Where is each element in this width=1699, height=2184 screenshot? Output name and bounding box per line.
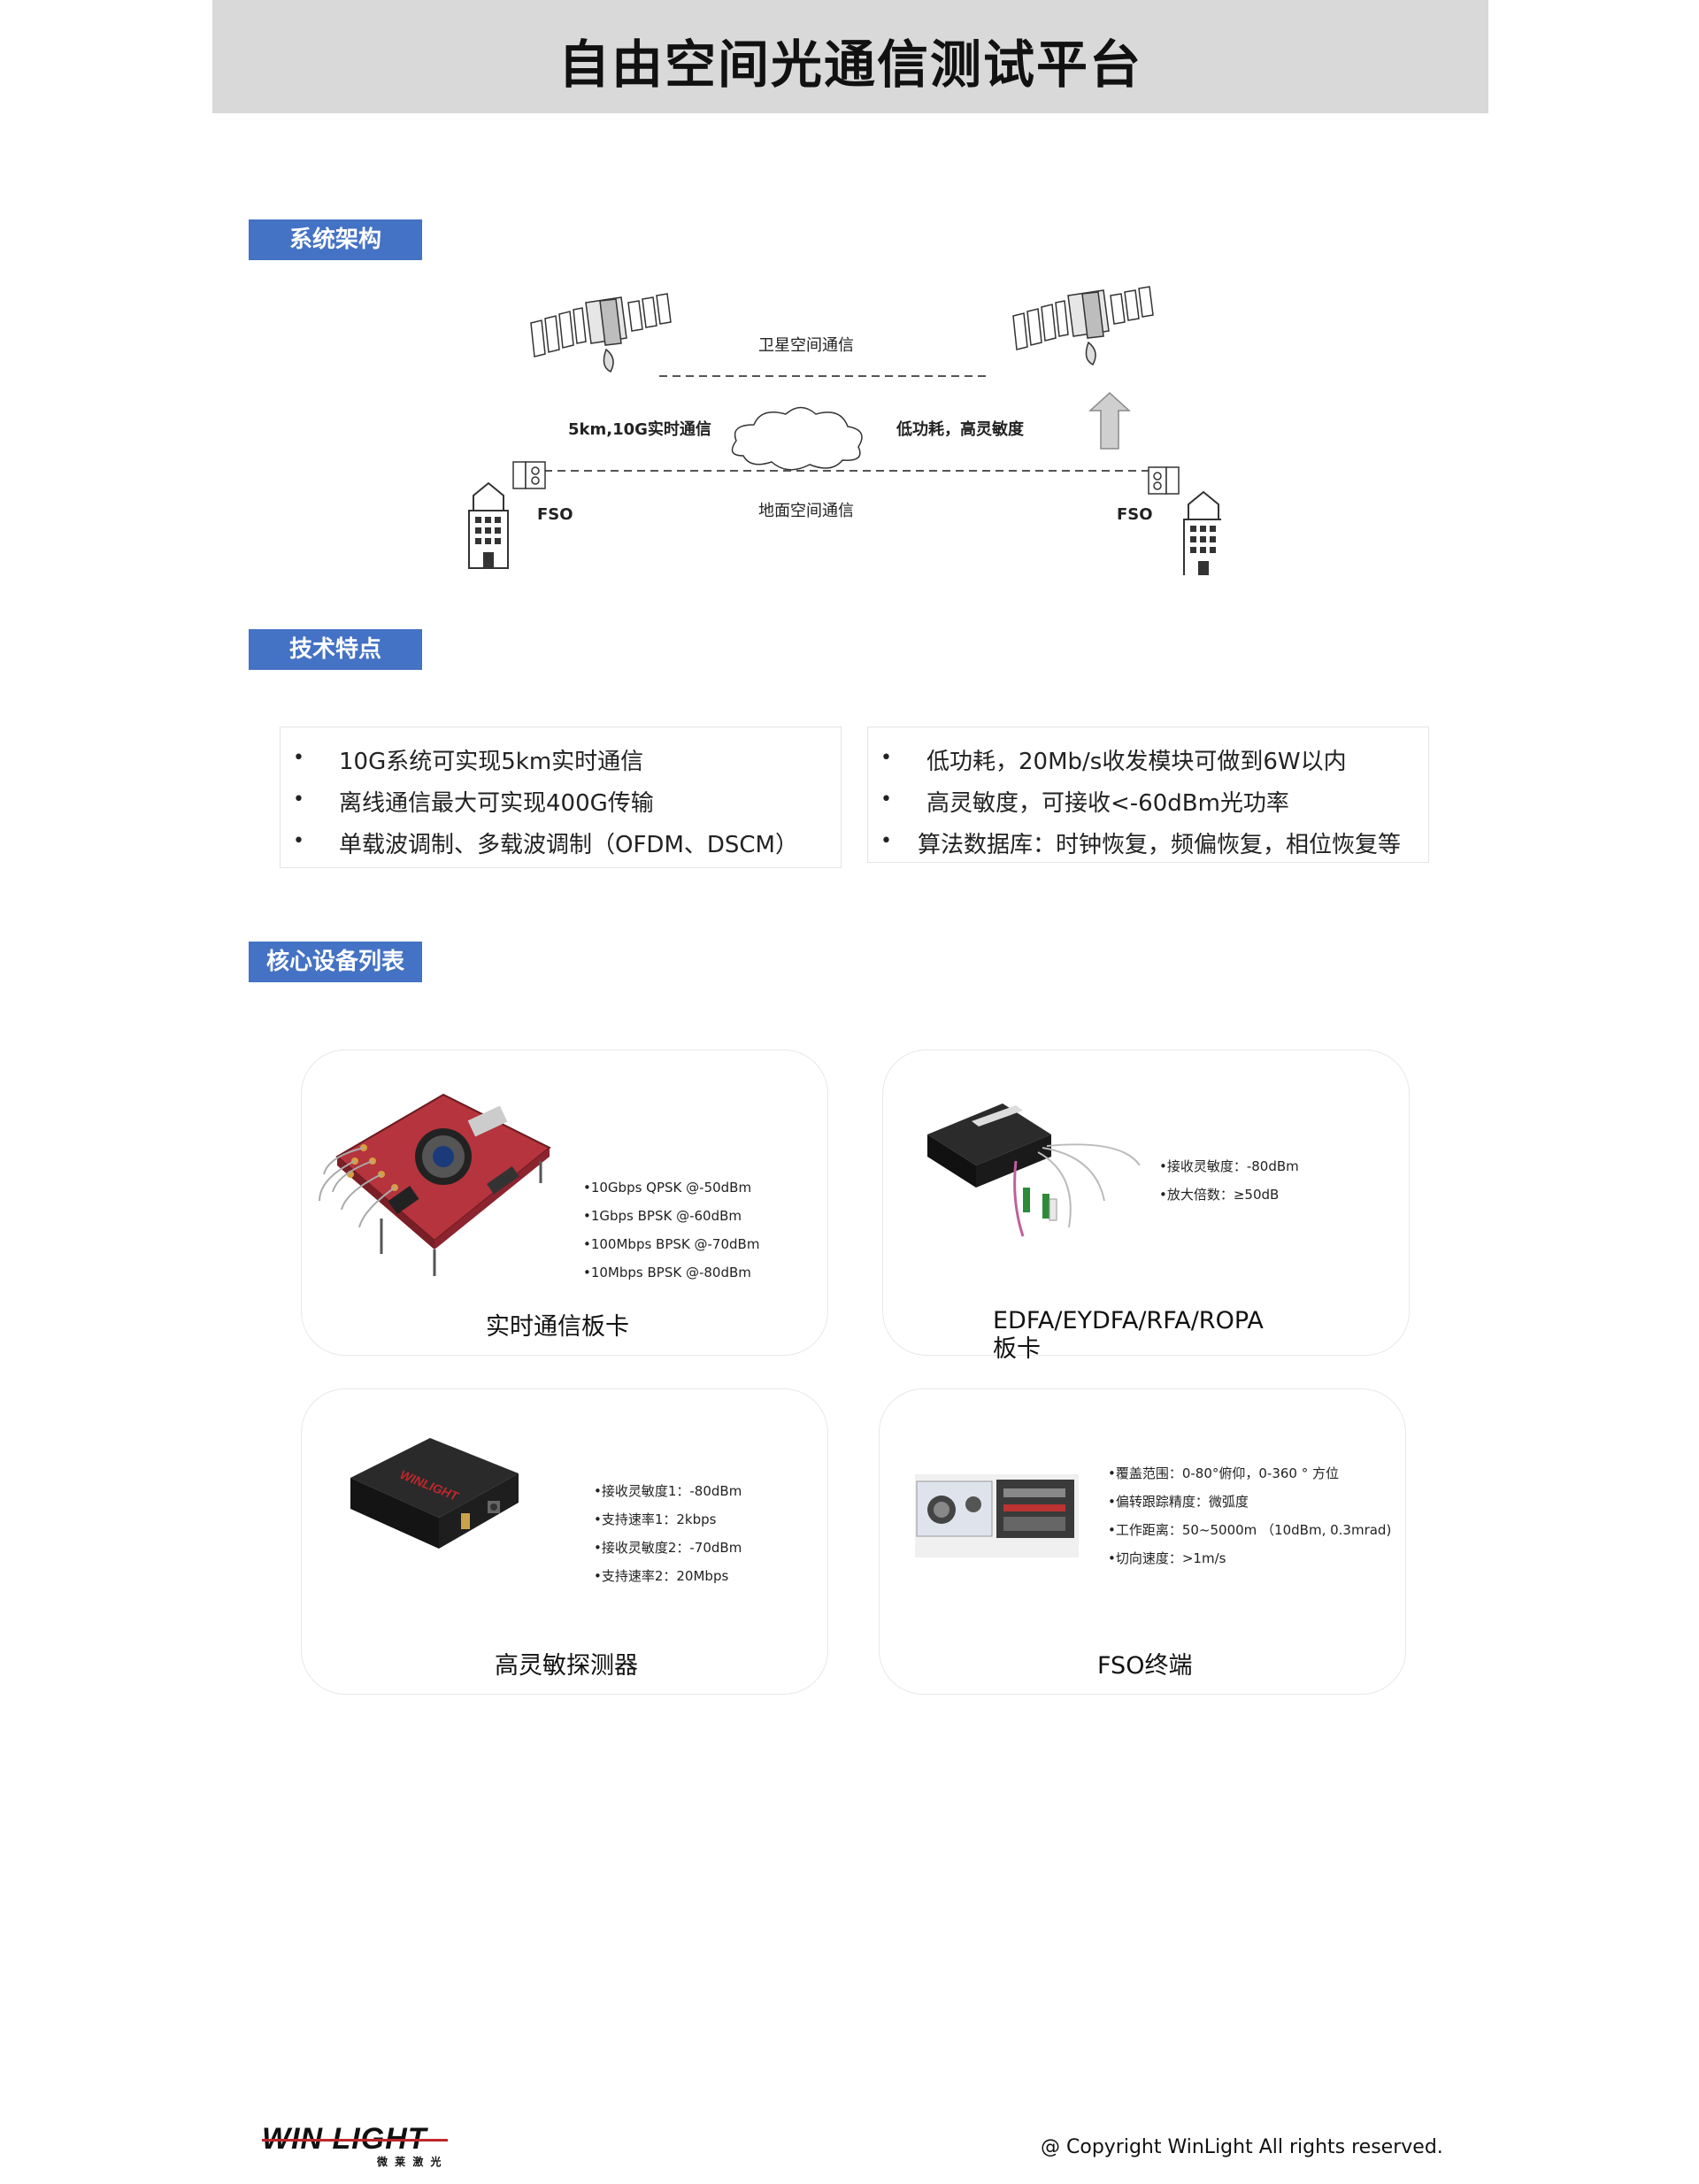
spec-line: •偏转跟踪精度：微弧度	[1108, 1494, 1249, 1510]
fso-left-icon	[512, 461, 546, 489]
logo-stripe	[262, 2139, 448, 2142]
satellite-link-label: 卫星空间通信	[758, 336, 854, 355]
detector-module-image: WINLIGHT	[350, 1438, 519, 1549]
spec-line: •100Mbps BPSK @-70dBm	[583, 1236, 760, 1252]
feature-item: 10G系统可实现5km实时通信	[339, 749, 644, 775]
features-right-box: • 低功耗，20Mb/s收发模块可做到6W以内 • 高灵敏度，可接收<-60dB…	[867, 727, 1429, 863]
spec-line: •支持速率2：20Mbps	[594, 1568, 729, 1584]
building-left-icon	[468, 481, 509, 569]
spec-line: •10Gbps QPSK @-50dBm	[583, 1180, 752, 1196]
spec-line: •接收灵敏度：-80dBm	[1159, 1158, 1299, 1174]
spec-line: •接收灵敏度2：-70dBm	[594, 1540, 742, 1556]
feature-item: 算法数据库：时钟恢复，频偏恢复，相位恢复等	[918, 832, 1402, 858]
satellite-right-icon	[1012, 286, 1154, 365]
fso-right-label: FSO	[1117, 505, 1153, 524]
bullet: •	[293, 830, 304, 852]
winlight-logo: WIN LIGHT 微 莱 激 光	[262, 2124, 448, 2170]
right-link-label: 低功耗，高灵敏度	[896, 420, 1024, 439]
building-right-icon	[1183, 490, 1221, 575]
equipment-card: •接收灵敏度：-80dBm •放大倍数：≥50dB EDFA/EYDFA/RFA…	[882, 1050, 1410, 1363]
spec-line: •接收灵敏度1：-80dBm	[594, 1483, 742, 1499]
feature-item: 高灵敏度，可接收<-60dBm光功率	[926, 790, 1289, 817]
section-label-equipment: 核心设备列表	[249, 942, 422, 982]
section-label-features: 技术特点	[249, 629, 422, 670]
section-label-architecture: 系统架构	[249, 219, 422, 260]
feature-item: 低功耗，20Mb/s收发模块可做到6W以内	[926, 749, 1347, 775]
card-title: 实时通信板卡	[486, 1313, 629, 1341]
spec-line: •放大倍数：≥50dB	[1159, 1187, 1280, 1203]
card-title: FSO终端	[1097, 1652, 1193, 1680]
fpga-board-image	[319, 1093, 551, 1276]
up-arrow-icon	[1088, 391, 1131, 450]
fso-left-label: FSO	[537, 505, 573, 524]
spec-line: •切向速度：>1m/s	[1108, 1550, 1226, 1566]
bullet: •	[293, 747, 304, 769]
card-title: EDFA/EYDFA/RFA/ROPA板卡	[993, 1307, 1264, 1363]
page-title: 自由空间光通信测试平台	[557, 35, 1142, 95]
spec-line: •覆盖范围：0-80°俯仰，0-360 ° 方位	[1108, 1465, 1340, 1481]
cloud-icon	[731, 406, 863, 471]
satellite-left-icon	[530, 293, 672, 373]
spec-line: •10Mbps BPSK @-80dBm	[583, 1265, 751, 1280]
bullet: •	[293, 788, 304, 811]
fso-terminal-image	[915, 1474, 1079, 1557]
card-title: 高灵敏探测器	[495, 1652, 638, 1680]
architecture-diagram	[468, 286, 1221, 575]
spec-line: •支持速率1：2kbps	[594, 1511, 717, 1527]
feature-item: 单载波调制、多载波调制（OFDM、DSCM）	[339, 832, 798, 858]
logo-subtext: 微 莱 激 光	[377, 2156, 443, 2168]
bullet: •	[880, 788, 892, 811]
fso-right-icon	[1148, 466, 1180, 495]
ground-link-label: 地面空间通信	[758, 502, 854, 520]
copyright: @ Copyright WinLight All rights reserved…	[1041, 2136, 1443, 2158]
spec-line: •1Gbps BPSK @-60dBm	[583, 1208, 742, 1224]
title-bar	[212, 0, 1488, 113]
equipment-card: •覆盖范围：0-80°俯仰，0-360 ° 方位 •偏转跟踪精度：微弧度 •工作…	[879, 1388, 1406, 1695]
equipment-card: •10Gbps QPSK @-50dBm •1Gbps BPSK @-60dBm…	[301, 1050, 828, 1356]
left-link-label: 5km,10G实时通信	[568, 420, 711, 439]
feature-item: 离线通信最大可实现400G传输	[339, 790, 654, 817]
equipment-card: WINLIGHT •接收灵敏度1：-80dBm •支持速率1：2kbps •接收…	[301, 1388, 828, 1695]
features-left-box: • 10G系统可实现5km实时通信 • 离线通信最大可实现400G传输 • 单载…	[280, 727, 842, 868]
bullet: •	[880, 830, 892, 852]
bullet: •	[880, 747, 892, 769]
edfa-module-image	[927, 1104, 1141, 1237]
spec-line: •工作距离：50~5000m （10dBm, 0.3mrad)	[1108, 1522, 1392, 1538]
